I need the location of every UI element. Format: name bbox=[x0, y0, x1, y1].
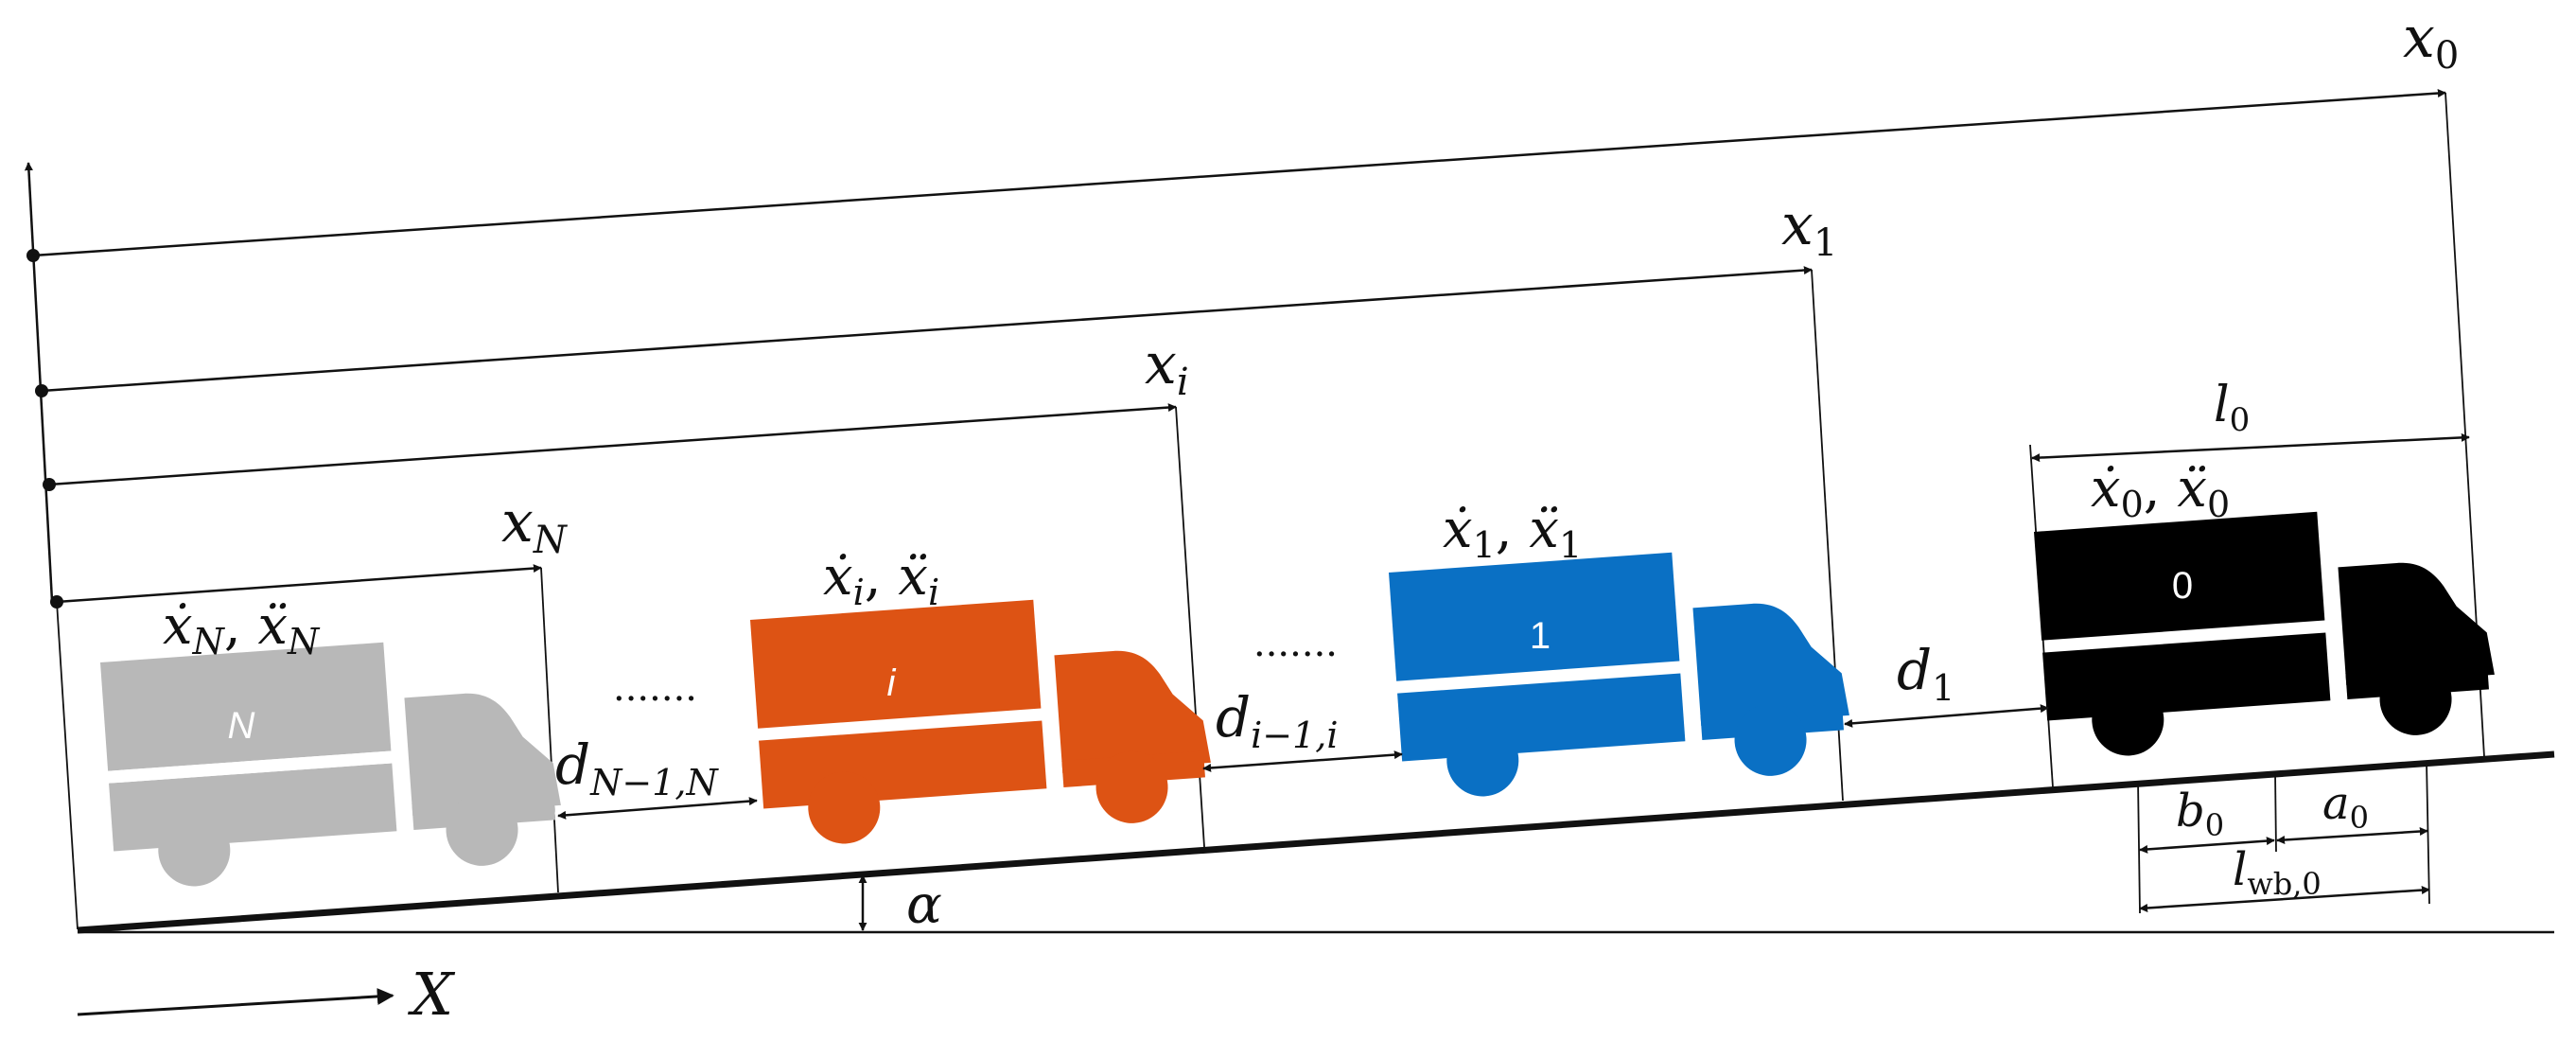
truck-i bbox=[750, 588, 1216, 850]
x0-arrow bbox=[32, 89, 2446, 257]
label-alpha: α bbox=[906, 874, 942, 936]
label-x1: x1 bbox=[1781, 192, 1837, 265]
truck-i-label: i bbox=[887, 662, 897, 704]
vertical-axis bbox=[24, 162, 54, 602]
label-dii: di−1,i bbox=[1216, 685, 1339, 756]
label-l0: l0 bbox=[2214, 377, 2250, 439]
lwb-arrow bbox=[2139, 886, 2430, 912]
label-xi: xi bbox=[1145, 331, 1189, 404]
truck-N-label: N bbox=[228, 705, 255, 747]
xN-arrow bbox=[56, 564, 542, 604]
truck-N-rear-projection bbox=[56, 601, 79, 930]
xi-projection bbox=[1175, 406, 1205, 848]
xN-projection bbox=[540, 567, 559, 893]
label-xN: xN bbox=[501, 489, 569, 562]
x-axis-arrow bbox=[77, 987, 394, 1016]
label-veli: ẋi, ẍi bbox=[823, 546, 939, 613]
truck-N bbox=[100, 630, 566, 892]
label-d1: d1 bbox=[1897, 638, 1954, 709]
label-x0: x0 bbox=[2403, 5, 2459, 78]
label-a0: a0 bbox=[2322, 777, 2369, 836]
label-b0: b0 bbox=[2176, 785, 2224, 843]
xi-arrow bbox=[48, 403, 1177, 486]
wheelbase-tick-rear bbox=[2137, 780, 2141, 914]
truck-0-label: 0 bbox=[2172, 565, 2193, 607]
a0-arrow bbox=[2276, 827, 2428, 844]
ellipsis-between-i-and-N: ······· bbox=[613, 678, 697, 721]
label-lwb: lwb,0 bbox=[2233, 843, 2322, 902]
dN-arrow bbox=[557, 797, 758, 820]
label-dNN: dN−1,N bbox=[555, 732, 719, 803]
label-vel0: ẋ0, ẍ0 bbox=[2091, 458, 2230, 525]
label-velN: ẋN, ẍN bbox=[163, 595, 321, 662]
wheelbase-tick-front bbox=[2426, 761, 2430, 905]
di-arrow bbox=[1202, 750, 1403, 772]
inclined-road bbox=[77, 750, 2555, 934]
truck-1 bbox=[1389, 540, 1854, 803]
wheelbase-tick-cg bbox=[2274, 770, 2277, 853]
d1-arrow bbox=[1844, 704, 2049, 728]
label-vel1: ẋ1, ẍ1 bbox=[1443, 499, 1582, 566]
truck-0 bbox=[2034, 500, 2499, 762]
label-X: X bbox=[408, 960, 456, 1029]
truck-1-label: 1 bbox=[1530, 615, 1551, 657]
b0-arrow bbox=[2139, 837, 2275, 854]
x1-arrow bbox=[41, 266, 1813, 393]
l0-arrow bbox=[2031, 432, 2470, 463]
ellipsis-between-1-and-i: ······· bbox=[1253, 633, 1338, 677]
